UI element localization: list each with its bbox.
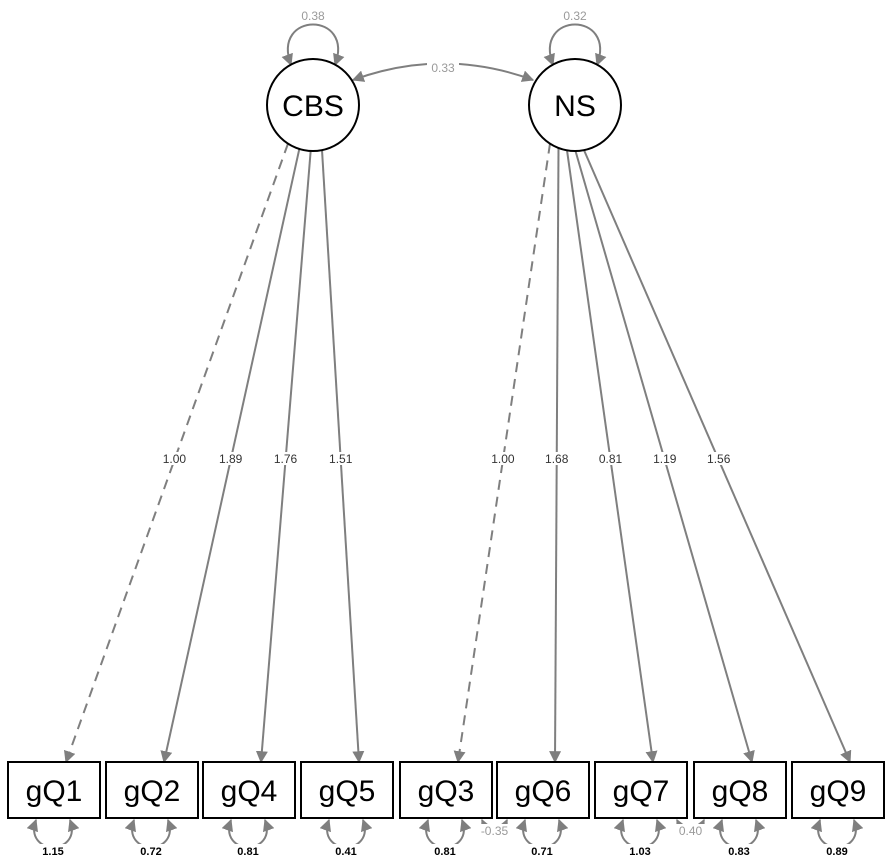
loading-label-bg xyxy=(327,452,354,465)
loading-label-bg xyxy=(489,452,516,465)
observed-node-gq3 xyxy=(399,761,493,819)
loading-value-gq5: 1.51 xyxy=(329,452,353,466)
observed-node-gq5 xyxy=(300,761,394,819)
variance-label-bg xyxy=(559,9,591,23)
residual-label-bg xyxy=(234,844,262,857)
residual-cov-value-gq3-gq6: -0.35 xyxy=(481,824,509,838)
variance-label-bg xyxy=(297,9,329,23)
variance-value-cbs: 0.38 xyxy=(301,9,325,23)
residual-cov-label-bg xyxy=(478,824,511,837)
residual-label-bg xyxy=(39,844,67,857)
observed-label-gq7: gQ7 xyxy=(613,775,670,808)
covariance-label-bg xyxy=(427,61,459,74)
latent-covariance: 0.33 xyxy=(351,61,535,82)
observed-node-gq2 xyxy=(105,761,199,819)
loading-value-gq4: 1.76 xyxy=(274,452,298,466)
residual-loop-gq2 xyxy=(124,818,178,848)
observed-label-gq8: gQ8 xyxy=(712,775,769,808)
residual-loop-gq6 xyxy=(515,818,569,848)
residual-value-gq9: 0.89 xyxy=(826,846,847,858)
loading-label-bg xyxy=(161,452,188,465)
observed-label-gq3: gQ3 xyxy=(418,775,475,808)
residual-label-bg xyxy=(626,844,654,857)
residual-value-gq7: 1.03 xyxy=(629,846,650,858)
observed-variables: gQ1 gQ2 gQ4 gQ5 gQ3 gQ6 gQ7 gQ8 gQ9 xyxy=(7,761,885,819)
loading-label-bg xyxy=(543,452,570,465)
loading-value-gq8: 1.19 xyxy=(653,452,677,466)
loading-value-gq3: 1.00 xyxy=(491,452,515,466)
latent-node-ns xyxy=(528,58,622,152)
residual-value-gq2: 0.72 xyxy=(140,846,161,858)
residual-variances: 1.15 0.72 0.81 0.41 0.81 0.71 1.03 0.83 0.89 xyxy=(26,818,864,858)
observed-label-gq9: gQ9 xyxy=(810,775,867,808)
observed-node-gq9 xyxy=(791,761,885,819)
loading-value-gq7: 0.81 xyxy=(599,452,623,466)
residual-covariances: -0.35 0.40 xyxy=(478,818,707,838)
residual-loop-gq7 xyxy=(613,818,667,848)
loading-value-gq1: 1.00 xyxy=(163,452,187,466)
loading-value-gq2: 1.89 xyxy=(219,452,243,466)
latent-label-ns: NS xyxy=(554,90,596,123)
loading-label-bg xyxy=(705,452,732,465)
residual-value-gq4: 0.81 xyxy=(237,846,258,858)
residual-label-bg xyxy=(431,844,459,857)
residual-loop-gq4 xyxy=(221,818,275,848)
residual-label-bg xyxy=(823,844,851,857)
observed-label-gq1: gQ1 xyxy=(26,775,83,808)
residual-loop-gq3 xyxy=(418,818,472,848)
observed-node-gq1 xyxy=(7,761,101,819)
residual-value-gq5: 0.41 xyxy=(335,846,356,858)
residual-loop-gq5 xyxy=(319,818,373,848)
residual-cov-value-gq7-gq8: 0.40 xyxy=(679,824,703,838)
loading-value-gq6: 1.68 xyxy=(545,452,569,466)
loading-label-bg xyxy=(272,452,299,465)
variance-value-ns: 0.32 xyxy=(563,9,587,23)
residual-cov-label-bg xyxy=(674,824,707,837)
loading-labels: 1.00 1.89 1.76 1.51 1.00 1.68 0.81 1.19 1.56 xyxy=(161,452,732,466)
latent-variables: CBS NS xyxy=(266,58,622,152)
residual-loop-gq8 xyxy=(712,818,766,848)
loading-value-gq9: 1.56 xyxy=(707,452,731,466)
observed-node-gq8 xyxy=(693,761,787,819)
residual-label-bg xyxy=(137,844,165,857)
loading-label-bg xyxy=(217,452,244,465)
observed-label-gq2: gQ2 xyxy=(124,775,181,808)
observed-node-gq6 xyxy=(496,761,590,819)
observed-label-gq5: gQ5 xyxy=(319,775,376,808)
observed-node-gq4 xyxy=(202,761,296,819)
latent-variances: 0.38 0.32 xyxy=(281,9,607,67)
latent-node-cbs xyxy=(266,58,360,152)
loading-label-bg xyxy=(651,452,678,465)
residual-value-gq1: 1.15 xyxy=(42,846,63,858)
residual-loop-gq9 xyxy=(810,818,864,848)
loading-label-bg xyxy=(597,452,624,465)
residual-loop-gq1 xyxy=(26,818,80,848)
residual-value-gq6: 0.71 xyxy=(531,846,552,858)
variance-loop-ns xyxy=(543,23,607,67)
residual-value-gq8: 0.83 xyxy=(728,846,749,858)
residual-label-bg xyxy=(332,844,360,857)
observed-label-gq4: gQ4 xyxy=(221,775,278,808)
variance-loop-cbs xyxy=(281,23,345,67)
residual-value-gq3: 0.81 xyxy=(434,846,455,858)
covariance-value-cbs-ns: 0.33 xyxy=(431,61,455,75)
observed-label-gq6: gQ6 xyxy=(515,775,572,808)
residual-label-bg xyxy=(725,844,753,857)
latent-label-cbs: CBS xyxy=(282,90,344,123)
residual-label-bg xyxy=(528,844,556,857)
observed-node-gq7 xyxy=(594,761,688,819)
